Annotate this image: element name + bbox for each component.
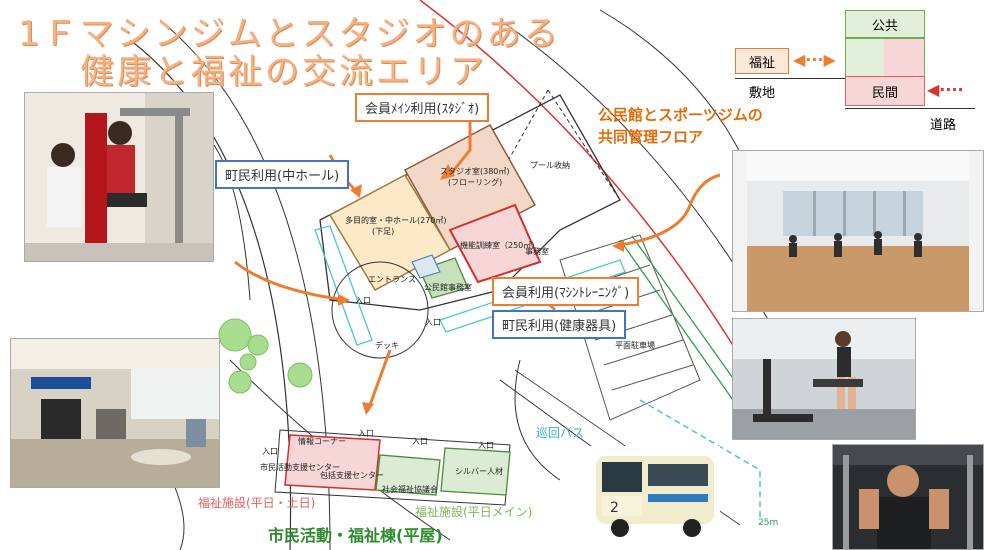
label-office: 公民館事務室 <box>424 283 472 292</box>
legend-road-line <box>845 108 975 109</box>
photo-yoga-studio <box>732 150 984 312</box>
label-entrance: エントランス <box>368 275 416 284</box>
label-pool: プール收納 <box>530 161 570 170</box>
label-studio-floor: (フローリング) <box>448 178 503 187</box>
callout-town-hall: 町民利用(中ホール) <box>215 160 350 189</box>
photo-lobby <box>10 338 220 488</box>
welfare-building-outline <box>274 429 511 506</box>
legend-public: 公共 <box>845 10 925 38</box>
joint-floor-line-2: 共同管理フロア <box>598 128 704 146</box>
legend-welfare-link-arrow: ◀···▶ <box>793 50 836 69</box>
lobby-illustration <box>11 339 219 487</box>
label-welfare-entry-4: 入口 <box>478 441 494 450</box>
welfare-note-weekend: 福祉施設(平日・土日) <box>198 496 316 510</box>
bus-illustration: 2 <box>588 446 720 542</box>
photo-machine-training <box>24 92 214 262</box>
legend-public-body <box>845 38 925 78</box>
label-multi-floor: (下足) <box>372 227 395 236</box>
training-machine-illustration <box>25 93 213 261</box>
label-studio: スタジオ室(380㎡) <box>440 167 510 176</box>
label-entry-1: 入口 <box>355 296 371 305</box>
photo-bus: 2 <box>588 446 720 542</box>
label-parking: 平面駐車場 <box>615 341 655 350</box>
title-line-1: 1Ｆマシンジムとスタジオのある <box>18 14 561 54</box>
elliptical-illustration <box>733 319 915 439</box>
silver-room <box>440 447 511 496</box>
welfare-note-weekday: 福祉施設(平日メイン) <box>415 505 533 519</box>
label-life-support: 包括支援センター <box>320 471 384 480</box>
title-line-2: 健康と福祉の交流エリア <box>80 52 487 92</box>
bus-route <box>639 399 761 520</box>
photo-weight-training <box>832 444 984 550</box>
label-welfare-info: 情報コーナー <box>298 437 346 446</box>
training-room <box>448 203 542 284</box>
callout-town-equipment: 町民利用(健康器具) <box>492 310 627 339</box>
zoning-legend: 公共 民間 福祉 ◀···▶ ◀···· 敷地 道路 <box>735 8 980 133</box>
label-silver: シルバー人材 <box>455 467 503 476</box>
legend-site-label: 敷地 <box>749 86 776 101</box>
callout-member-studio: 会員ﾒｲﾝ利用(ｽﾀｼﾞｵ) <box>355 93 490 122</box>
bus-route-label: 巡回バス <box>536 426 585 440</box>
legend-road-arrow: ◀···· <box>927 80 964 99</box>
label-multi-hall: 多目的室・中ホール(270㎡) <box>345 216 447 225</box>
legend-welfare: 福祉 <box>735 48 789 74</box>
label-welfare-entry-3: 入口 <box>412 437 428 446</box>
legend-site-line <box>735 78 845 79</box>
label-deck: デッキ <box>375 341 399 350</box>
weight-training-illustration <box>833 445 983 549</box>
label-staff: 事務室 <box>525 247 549 256</box>
callout-member-machine: 会員利用(ﾏｼﾝﾄﾚｰﾆﾝｸﾞ) <box>492 277 640 306</box>
legend-private: 民間 <box>845 76 925 106</box>
label-social-council: 社会福祉協議会 <box>382 485 438 494</box>
social-council-room <box>375 454 441 496</box>
label-welfare-entry-2: 入口 <box>358 429 374 438</box>
welfare-building-caption: 市民活動・福祉棟(平屋) <box>268 526 443 545</box>
label-citizen-center: 市民活動支援センター <box>260 463 340 472</box>
label-welfare-entry-1: 入口 <box>262 447 278 456</box>
scale-label: 25m <box>758 518 779 528</box>
svg-text:2: 2 <box>610 500 619 516</box>
citizen-center-room <box>284 434 381 491</box>
studio-illustration <box>733 151 983 311</box>
legend-road-label: 道路 <box>930 118 957 133</box>
label-training: 機能訓練室（250㎡） <box>460 241 540 250</box>
photo-elliptical <box>732 318 916 440</box>
label-entry-2: 入口 <box>425 318 441 327</box>
joint-floor-line-1: 公民館とスポーツジムの <box>598 106 763 124</box>
